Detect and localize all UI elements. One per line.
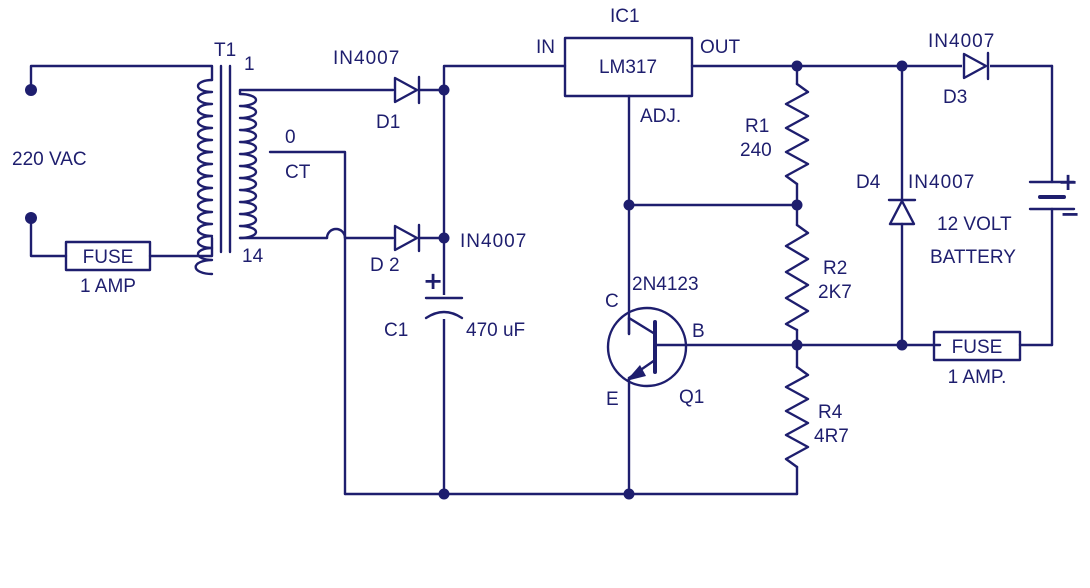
r2-value: 2K7 [818,282,852,303]
fuse-in-to-primary [148,236,214,258]
d2-triangle [393,224,419,252]
resistor-r4: R4 4R7 [784,343,849,496]
q1-c-label: C [605,291,619,312]
r1-zigzag [784,82,810,186]
fuse-in [64,240,152,272]
r1-label: R1 [745,116,769,137]
t1-pin0-label: 0 [285,127,296,148]
q1-part-label: 2N4123 [632,274,699,295]
battery-label-line1: 12 VOLT [937,214,1012,235]
d2-label: D 2 [370,255,400,276]
junction-out-r1 [791,60,803,72]
capacitor-c1: + C1 470 uF [384,267,525,341]
d2-part-label: IN4007 [460,231,527,252]
r2-zigzag [784,223,810,332]
junction-emitter-ground [623,488,635,500]
q1-collector-leg [627,316,657,336]
resistor-r2: R2 2K7 [784,203,852,347]
center-tap-to-ground [268,150,347,496]
c1-plus: + [423,267,443,295]
t1-ct-label: CT [285,162,311,183]
q1-emitter-arrow [626,365,646,381]
d3-label: D3 [943,87,967,108]
junction-r1-r2 [791,199,803,211]
output-section: D4 IN4007 IN4007 D3 + − 12 VOLT BATTERY … [791,31,1080,388]
fuse-out-label: FUSE [952,337,1003,358]
d4-triangle [888,199,916,226]
t1-pin14-label: 14 [242,246,264,267]
d3-part-label: IN4007 [928,31,995,52]
junction-d2 [438,232,450,244]
r2-label: R2 [823,258,847,279]
junction-r2-r4 [791,339,803,351]
ic1-part-label: LM317 [599,57,657,78]
d1-label: D1 [376,112,400,133]
junction-d1 [438,84,450,96]
transformer-primary-coil [194,78,214,276]
diode-d2: IN4007 D 2 [370,223,527,276]
d4-part-label: IN4007 [908,172,975,193]
transformer-secondary-coil [238,92,258,240]
r4-zigzag [784,365,810,469]
ic1-out-label: OUT [700,37,741,58]
r1-value: 240 [740,140,772,161]
mains-label: 220 VAC [12,149,87,170]
d3-triangle [962,52,988,80]
d4-label: D4 [856,172,881,193]
junction-c1-ground [438,488,450,500]
mains-wire-bottom [29,216,68,258]
fuse-in-rating: 1 AMP [80,276,136,297]
mains-input: FUSE 1 AMP 220 VAC [12,64,214,297]
q1-e-label: E [606,389,619,410]
q1-b-label: B [692,321,705,342]
q1-label: Q1 [679,387,704,408]
q1-body [606,306,688,388]
battery-label-line2: BATTERY [930,247,1016,268]
d1-part-label: IN4007 [333,48,400,69]
ic1-adj-label: ADJ. [640,106,681,127]
t1-label: T1 [214,40,236,61]
c1-value: 470 uF [466,320,525,341]
r4-value: 4R7 [814,426,849,447]
secondary-top-to-d1 [238,88,395,96]
c1-label: C1 [384,320,408,341]
junction-d4-fuse [896,339,908,351]
battery-plus: + [1058,168,1078,196]
fuse-out-rating: 1 AMP. [948,367,1007,388]
r4-label: R4 [818,402,843,423]
c1-plate-bottom [424,310,464,320]
fuse-in-label: FUSE [83,247,134,268]
wire-hop-over [325,227,347,240]
rail-to-ic1-in [442,64,567,496]
mains-wire-top [29,64,214,92]
t1-pin1-label: 1 [244,54,255,75]
ic1-label: IC1 [610,6,640,27]
transistor-q1: 2N4123 C B E Q1 [605,199,942,500]
battery-minus: − [1060,200,1080,228]
diode-d1: IN4007 D1 [333,48,421,133]
regulator-ic1: IC1 LM317 IN OUT ADJ. [536,6,1054,336]
d1-triangle [393,76,419,104]
rectifier-wiring [238,64,799,500]
transformer-t1: T1 1 0 CT 14 [194,40,311,276]
ic1-in-label: IN [536,37,555,58]
junction-adj [623,199,635,211]
resistor-r1: R1 240 [740,64,810,207]
